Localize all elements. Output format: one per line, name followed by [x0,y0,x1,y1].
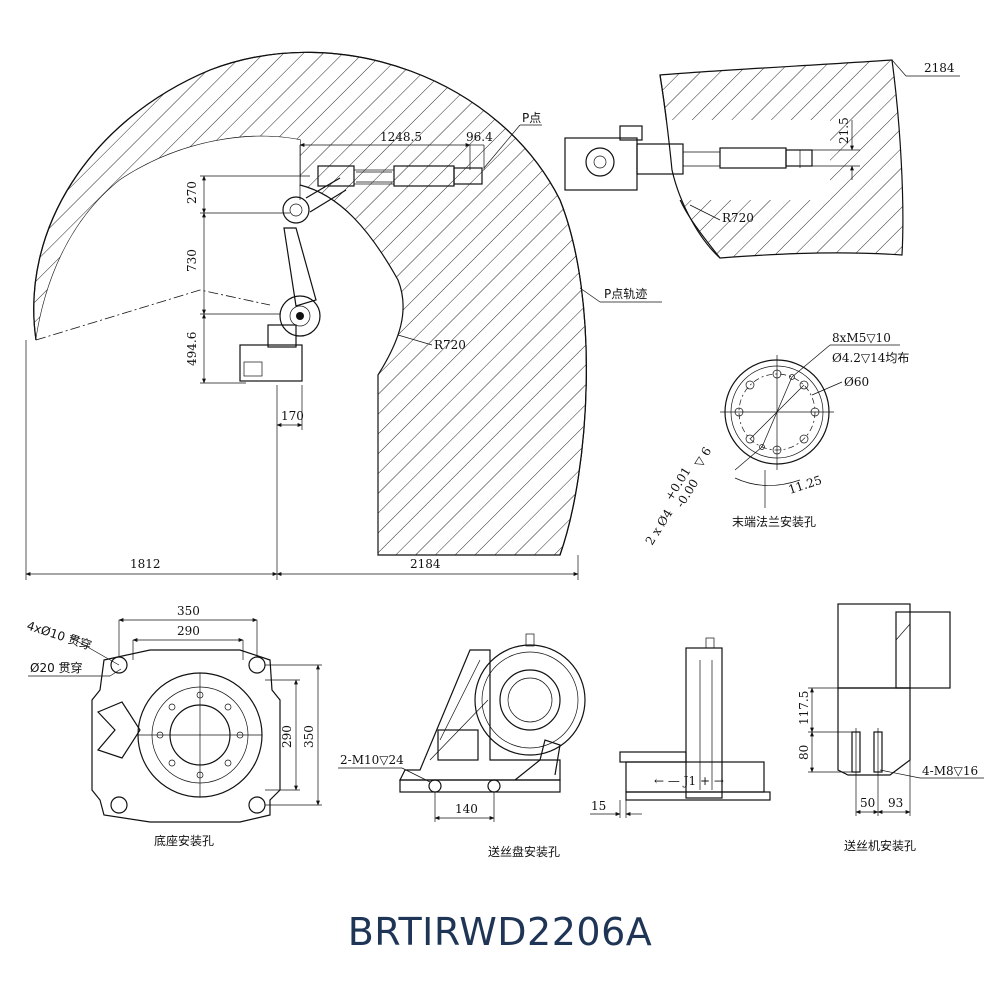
base-width-inner: 290 [177,624,200,638]
dim-base-offset: 170 [281,409,304,423]
reach-inner-void [36,136,300,340]
base-width-outer: 350 [177,604,200,618]
dim-plan-outer: 2184 [924,61,955,75]
flange-holes: 8xM5▽10 [832,331,891,345]
label-p-trajectory: P点轨迹 [604,287,647,301]
reference-line [35,289,271,341]
dim-height-mid: 730 [185,249,199,272]
base-caption: 底座安装孔 [154,833,214,848]
flange-angle: 11.25 [787,473,824,497]
dim-reach-left: 1812 [130,557,161,571]
base-through-small: 4xØ10 贯穿 [25,618,94,653]
wire-reel-view: 2-M10▽24 140 送丝盘安装孔 ← — J1 + → 15 [338,633,771,859]
flange-pitch-circle: Ø4.2▽14均布 [832,351,909,365]
dim-height-upper: 270 [185,181,199,204]
flange-pin-depth: ▽ 6 [691,445,714,470]
base-through-large: Ø20 贯穿 [30,660,83,675]
dim-arm-length: 1248.5 [380,130,422,144]
feeder-width-b: 93 [888,796,903,810]
plan-robot [564,125,813,191]
plan-view: 2184 21.5 R720 [564,59,960,259]
dim-plan-radius: R720 [722,211,754,225]
p-trajectory-arc [33,51,587,556]
label-p-point: P点 [522,111,541,125]
reel-side-offset: 15 [591,799,606,813]
reel-side-text: ← — J1 + → [654,774,724,788]
dim-plan-offset: 21.5 [837,117,851,144]
reel-bolt: 2-M10▽24 [340,753,404,767]
flange-caption: 末端法兰安装孔 [732,514,816,529]
model-name: BRTIRWD2206A [347,910,653,954]
robot-silhouette [239,165,483,382]
reach-region [33,51,587,556]
dim-radius-inner: R720 [434,338,466,352]
dim-wrist-offset: 96.4 [466,130,493,144]
flange-view: 8xM5▽10 Ø4.2▽14均布 Ø60 11.25 2 x Ø4 +0.01… [643,331,910,548]
feeder-width-a: 50 [860,796,875,810]
wire-feeder-view: 117.5 80 4-M8▽16 50 93 送丝机安装孔 [797,603,984,853]
flange-pin-holes: 2 x Ø4 [643,506,676,547]
work-envelope-view: 1248.5 96.4 P点 P点轨迹 R720 270 730 494.6 1… [25,51,662,580]
base-view: 350 290 290 350 4xØ10 贯穿 Ø20 贯穿 底座安装孔 [25,604,322,848]
reel-caption: 送丝盘安装孔 [488,844,560,859]
reel-spacing: 140 [455,802,478,816]
feeder-caption: 送丝机安装孔 [844,838,916,853]
flange-diameter: Ø60 [844,375,869,389]
feeder-height-upper: 117.5 [797,691,811,725]
feeder-bolt: 4-M8▽16 [922,764,978,778]
dim-height-base: 494.6 [185,332,199,366]
feeder-height-lower: 80 [797,745,811,760]
base-height-outer: 350 [302,725,316,748]
dim-reach-right: 2184 [410,557,441,571]
base-height-inner: 290 [280,725,294,748]
